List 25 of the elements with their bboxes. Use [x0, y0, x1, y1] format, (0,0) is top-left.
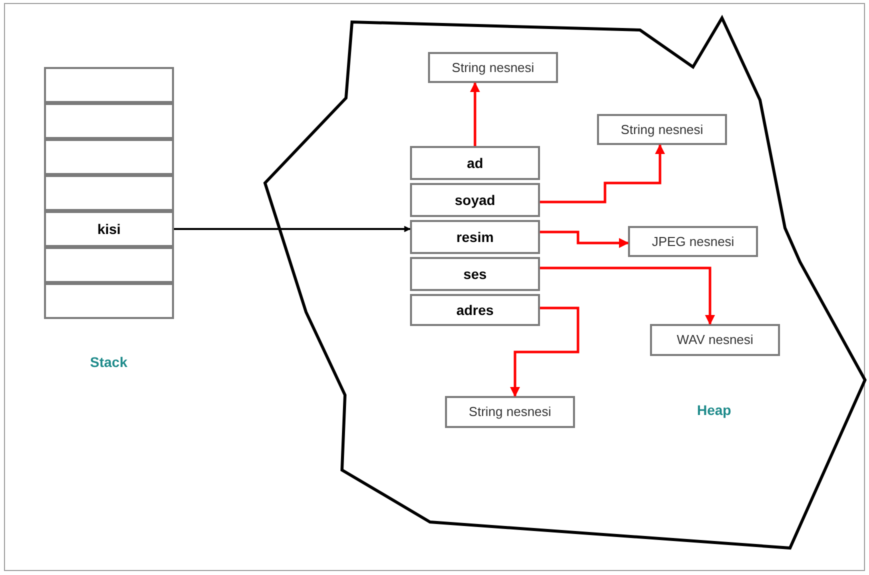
object-box: JPEG nesnesi: [628, 226, 758, 257]
object-box: String nesnesi: [597, 114, 727, 145]
arrow: [470, 82, 480, 146]
field-box: adres: [410, 294, 540, 326]
region-label: Heap: [697, 401, 732, 420]
region-label: Stack: [90, 353, 128, 372]
stack-cell: [44, 67, 174, 103]
stack-cell: [44, 283, 174, 319]
arrow: [540, 230, 629, 248]
field-box: resim: [410, 220, 540, 254]
stack-cell: kisi: [44, 211, 174, 247]
field-box: ad: [410, 146, 540, 180]
arrow: [174, 226, 411, 232]
arrow: [540, 266, 715, 325]
stack-cell: [44, 175, 174, 211]
arrow: [510, 306, 580, 397]
object-box: String nesnesi: [445, 396, 575, 428]
field-box: soyad: [410, 183, 540, 217]
stack-cell: [44, 139, 174, 175]
arrow: [540, 144, 665, 204]
field-box: ses: [410, 257, 540, 291]
object-box: String nesnesi: [428, 52, 558, 83]
stack-cell: [44, 247, 174, 283]
stack-cell: [44, 103, 174, 139]
object-box: WAV nesnesi: [650, 324, 780, 356]
